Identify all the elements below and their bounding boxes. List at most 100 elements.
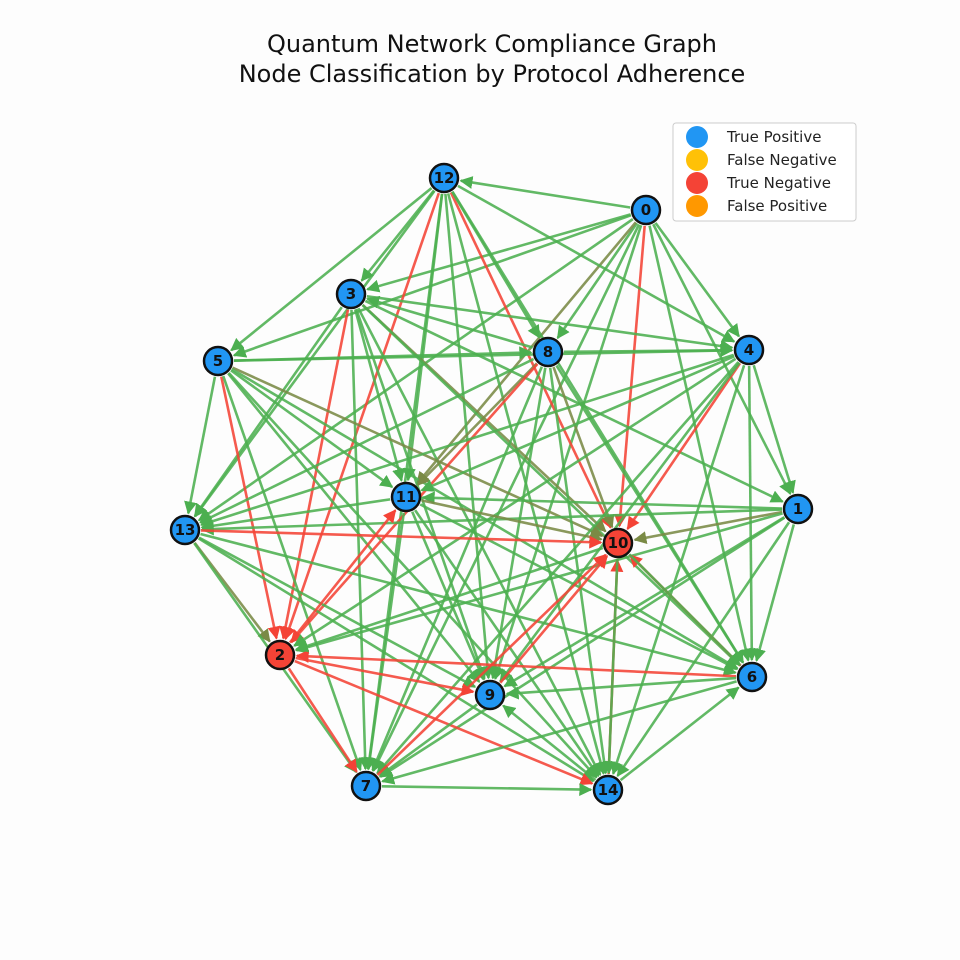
node-circle-6 xyxy=(736,661,768,693)
edge-10-to-6 xyxy=(628,553,741,666)
edge-8-to-9 xyxy=(488,367,547,680)
node-1: 1 xyxy=(782,493,814,525)
edge-1-to-2 xyxy=(295,512,783,654)
edge-4-to-9 xyxy=(499,362,741,683)
edge-4-to-11 xyxy=(420,355,735,492)
edge-1-to-10 xyxy=(633,510,783,545)
node-14: 14 xyxy=(592,774,624,806)
node-label-5: 5 xyxy=(213,352,223,370)
edge-0-to-10 xyxy=(613,225,646,528)
node-label-0: 0 xyxy=(641,201,651,219)
node-label-11: 11 xyxy=(396,488,417,506)
edge-0-to-6 xyxy=(648,225,752,662)
edge-12-to-3 xyxy=(360,189,436,282)
edge-10-to-2 xyxy=(294,546,604,653)
edge-12-to-8 xyxy=(451,191,541,339)
legend-marker xyxy=(686,149,708,171)
chart-title-line-1: Quantum Network Compliance Graph xyxy=(267,30,717,58)
node-11: 11 xyxy=(390,481,422,513)
edge-5-to-14 xyxy=(227,371,598,779)
legend-frame xyxy=(672,122,857,222)
edge-0-to-8 xyxy=(556,222,638,340)
edge-2-to-7 xyxy=(287,667,358,773)
edge-11-to-9 xyxy=(411,511,485,681)
edge-4-to-10 xyxy=(626,362,742,531)
edge-11-to-13 xyxy=(200,498,391,533)
legend-marker xyxy=(686,195,708,217)
legend-label: True Negative xyxy=(726,174,831,192)
edge-14-to-6 xyxy=(619,686,740,782)
edge-13-to-6 xyxy=(200,532,737,677)
node-label-13: 13 xyxy=(175,521,196,539)
legend-entry-true-negative: True Negative xyxy=(686,172,831,194)
node-circle-1 xyxy=(782,493,814,525)
edge-3-to-4 xyxy=(366,294,734,353)
node-6: 6 xyxy=(736,661,768,693)
node-3: 3 xyxy=(335,278,367,310)
node-label-10: 10 xyxy=(608,534,629,552)
edge-8-to-10 xyxy=(552,366,615,529)
legend-entry-false-negative: False Negative xyxy=(686,149,837,171)
edge-12-to-5 xyxy=(230,187,433,352)
edge-0-to-9 xyxy=(492,224,643,681)
edge-5-to-8 xyxy=(233,346,533,362)
edge-4-to-14 xyxy=(610,364,746,776)
edge-3-to-1 xyxy=(364,299,784,503)
node-label-12: 12 xyxy=(434,169,455,187)
edge-1-to-9 xyxy=(503,516,785,688)
edge-2-to-9 xyxy=(295,656,475,697)
node-circle-7 xyxy=(350,770,382,802)
node-label-6: 6 xyxy=(747,668,757,686)
edge-9-to-10 xyxy=(499,555,609,684)
node-label-3: 3 xyxy=(346,285,356,303)
legend-label: False Positive xyxy=(727,197,827,215)
edge-6-to-9 xyxy=(505,676,737,700)
node-circle-0 xyxy=(630,194,662,226)
edge-4-to-6 xyxy=(745,365,759,662)
node-label-1: 1 xyxy=(793,500,803,518)
node-13: 13 xyxy=(169,514,201,546)
edge-5-to-9 xyxy=(227,372,481,683)
edge-5-to-11 xyxy=(230,369,394,489)
node-circle-11 xyxy=(390,481,422,513)
edge-0-to-4 xyxy=(654,222,740,338)
node-8: 8 xyxy=(532,336,564,368)
edge-3-to-11 xyxy=(353,309,405,482)
edge-4-to-2 xyxy=(293,357,737,647)
edge-11-to-10 xyxy=(421,499,603,544)
node-5: 5 xyxy=(202,345,234,377)
node-2: 2 xyxy=(264,639,296,671)
edge-8-to-13 xyxy=(199,357,535,524)
node-circle-5 xyxy=(202,345,234,377)
legend-marker xyxy=(686,126,708,148)
edge-6-to-2 xyxy=(295,649,737,678)
edge-3-to-7 xyxy=(350,309,372,771)
edges-layer xyxy=(184,176,796,797)
edge-11-to-6 xyxy=(419,503,739,671)
node-12: 12 xyxy=(428,162,460,194)
node-circle-12 xyxy=(428,162,460,194)
node-label-8: 8 xyxy=(543,343,553,361)
legend-marker xyxy=(686,172,708,194)
edge-5-to-2 xyxy=(220,376,281,640)
edge-13-to-10 xyxy=(200,529,603,549)
edge-3-to-2 xyxy=(279,309,350,640)
node-label-14: 14 xyxy=(598,781,619,799)
edge-8-to-11 xyxy=(416,362,538,486)
node-circle-9 xyxy=(474,679,506,711)
edge-6-to-7 xyxy=(381,680,737,785)
node-circle-3 xyxy=(335,278,367,310)
edge-8-to-4 xyxy=(563,343,734,357)
edge-0-to-7 xyxy=(372,223,641,772)
node-circle-4 xyxy=(733,334,765,366)
node-10: 10 xyxy=(602,527,634,559)
edge-8-to-3 xyxy=(366,295,534,349)
edge-1-to-14 xyxy=(616,521,791,777)
node-circle-10 xyxy=(602,527,634,559)
chart-title-line-2: Node Classification by Protocol Adherenc… xyxy=(239,60,746,88)
node-0: 0 xyxy=(630,194,662,226)
node-label-7: 7 xyxy=(361,777,371,795)
edge-10-to-14 xyxy=(602,558,619,775)
